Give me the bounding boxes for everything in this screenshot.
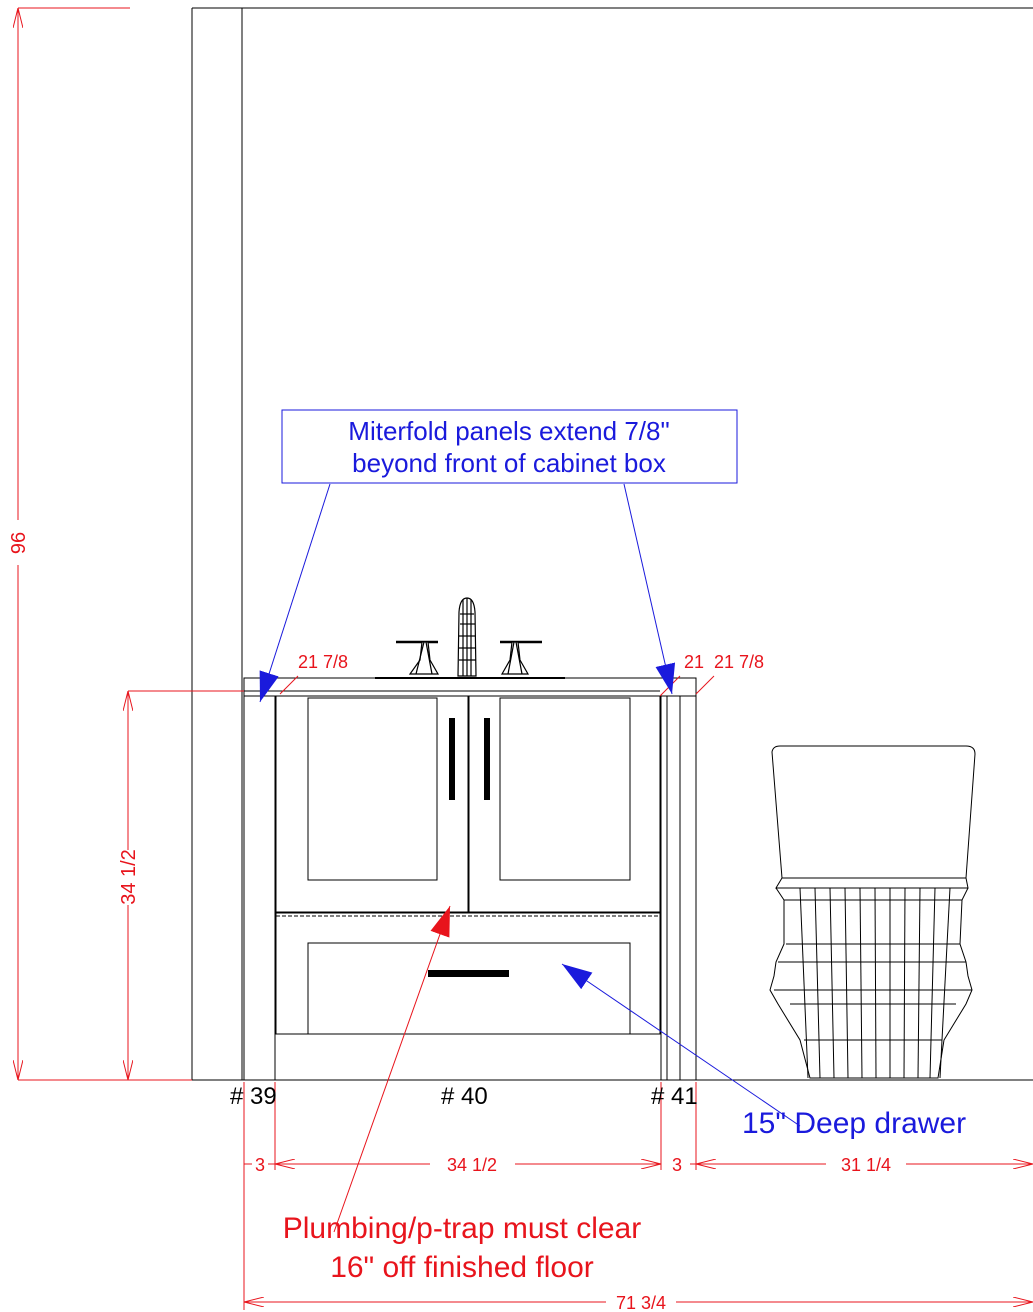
wall-outline xyxy=(191,7,1033,1081)
miterfold-callout-line1: Miterfold panels extend 7/8" xyxy=(348,416,669,446)
drawer-handle xyxy=(428,970,509,977)
vanity-cabinet xyxy=(243,677,697,1080)
left-door-handle xyxy=(449,718,455,800)
dimension-lines xyxy=(18,7,1033,1310)
dim-height-total: 96 xyxy=(8,532,30,554)
plumbing-callout-line2: 16" off finished floor xyxy=(330,1251,594,1284)
dim-depth-right-a: 21 xyxy=(684,652,704,672)
plumbing-leader-arrow xyxy=(333,905,451,1233)
cabinet-number-right: # 41 xyxy=(651,1083,698,1110)
right-door xyxy=(468,695,661,913)
miterfold-leader-arrows xyxy=(259,483,676,703)
dim-width-panel-right: 3 xyxy=(672,1155,682,1175)
toilet-icon xyxy=(769,745,976,1079)
cabinet-number-center: # 40 xyxy=(441,1083,488,1110)
dim-width-overall: 71 3/4 xyxy=(616,1293,666,1312)
cabinet-number-left: # 39 xyxy=(230,1083,277,1110)
dim-width-cabinet: 34 1/2 xyxy=(447,1155,497,1175)
dim-height-vanity: 34 1/2 xyxy=(118,849,140,905)
drawer-callout: 15" Deep drawer xyxy=(742,1107,966,1140)
dim-width-panel-left: 3 xyxy=(255,1155,265,1175)
countertop xyxy=(243,677,697,697)
right-door-handle xyxy=(484,718,490,800)
plumbing-callout-line1: Plumbing/p-trap must clear xyxy=(283,1212,641,1245)
faucet-icon xyxy=(375,597,565,679)
miterfold-callout-line2: beyond front of cabinet box xyxy=(352,448,666,478)
dim-depth-left: 21 7/8 xyxy=(298,652,348,672)
miterfold-callout-box xyxy=(281,409,738,484)
dim-width-toilet: 31 1/4 xyxy=(841,1155,891,1175)
left-door xyxy=(275,695,469,913)
dim-depth-right-b: 21 7/8 xyxy=(714,652,764,672)
drawer-leader-arrow xyxy=(561,963,801,1127)
cabinet-handles xyxy=(428,718,509,977)
